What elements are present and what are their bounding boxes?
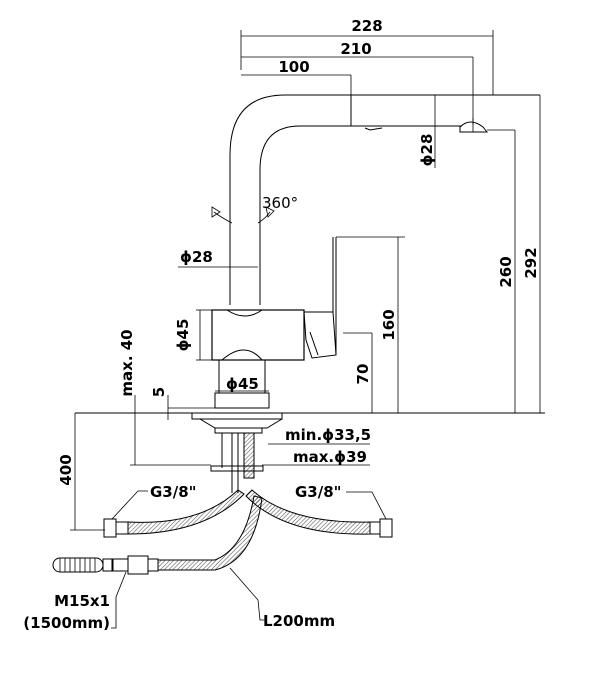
spout-diameter-label: ϕ28 (418, 134, 436, 167)
lever (332, 236, 405, 355)
deck-thickness-label: max. 40 (118, 329, 136, 396)
spray-thread-label: M15x1 (54, 592, 110, 610)
dimension-70: 70 (343, 332, 373, 413)
base-diameter-label: ϕ45 (226, 375, 259, 393)
supply-hose-right: G3/8" (245, 483, 393, 538)
dimension-160: 160 (380, 237, 399, 413)
dimension-100: 100 (241, 58, 352, 125)
dimension-228-label: 228 (351, 17, 382, 35)
height-292-label: 292 (522, 247, 540, 278)
fixing-plate (210, 465, 264, 472)
body-diameter-label: ϕ45 (174, 319, 192, 352)
dimension-260: 260 (497, 130, 516, 413)
left-connection-label: G3/8" (150, 483, 196, 501)
dimension-210-label: 210 (340, 40, 371, 58)
nozzle (459, 121, 489, 133)
dimension-210: 210 (241, 40, 474, 125)
right-connection-label: G3/8" (295, 483, 341, 501)
spout (229, 94, 540, 305)
dimension-spout-diameter: ϕ28 (418, 94, 440, 168)
dimension-max-40: max. 40 (118, 329, 211, 466)
dimension-228: 228 (240, 17, 494, 95)
dimension-column-diameter: ϕ28 (178, 248, 258, 268)
max-hole-label: max.ϕ39 (293, 448, 367, 466)
hose-drop-label: 400 (57, 454, 75, 485)
supply-hose-left: G3/8" (103, 483, 245, 538)
spray-hose-length-label: (1500mm) (23, 614, 110, 632)
spray-connector-nut (127, 555, 149, 575)
rotation-indicator: 360° (211, 194, 298, 224)
spring-guard (52, 557, 114, 573)
spray-button (364, 127, 383, 131)
dimension-5: 5 (150, 387, 215, 420)
base: ϕ45 (214, 360, 270, 409)
mounting-flange (191, 413, 283, 434)
spray-hose: M15x1 (1500mm) L200mm (23, 495, 335, 632)
mixer-body: ϕ45 (174, 309, 337, 361)
height-70-label: 70 (354, 364, 372, 385)
rotation-label: 360° (262, 194, 298, 212)
height-160-label: 160 (380, 309, 398, 340)
min-hole-label: min.ϕ33,5 (285, 426, 371, 444)
left-connector-nut (103, 518, 117, 538)
supply-hose-length-label: L200mm (263, 612, 335, 630)
column-diameter-label: ϕ28 (180, 248, 213, 266)
height-260-label: 260 (497, 256, 515, 287)
dimension-400: 400 (57, 413, 105, 531)
rotation-arrow-left-icon (211, 206, 221, 218)
dimension-100-label: 100 (278, 58, 309, 76)
gap-5-label: 5 (150, 387, 168, 397)
dimension-292: 292 (522, 95, 541, 413)
rotation-arrow-right-icon (265, 206, 275, 218)
shank (210, 432, 264, 493)
right-connector-nut (379, 518, 393, 538)
